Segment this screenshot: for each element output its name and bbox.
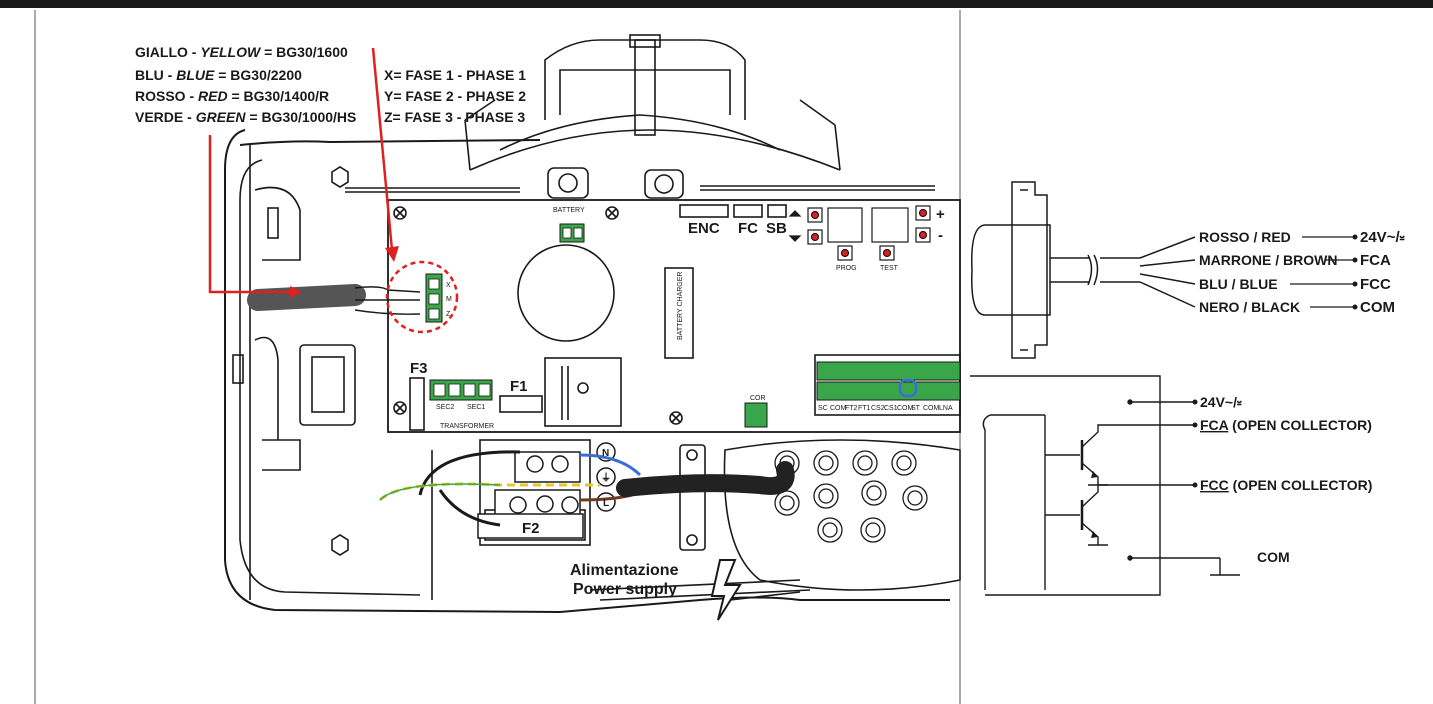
supply-terminal-block [477, 442, 616, 539]
terminal-ft2: FT2 [845, 405, 858, 412]
battery-charger-label: BATTERY CHARGER [677, 272, 684, 340]
test-label: TEST [880, 265, 899, 272]
motor-terminal-z: Z [446, 311, 451, 318]
terminal-st: ST [911, 405, 921, 412]
schematic-fcc: FCC (OPEN COLLECTOR) [1200, 477, 1372, 493]
phase-z: Z= FASE 3 - PHASE 3 [384, 109, 525, 125]
plus-label: + [936, 206, 945, 223]
enc-label: ENC [688, 220, 720, 237]
power-supply-label-en: Power supply [573, 581, 677, 598]
legend-blue: BLU - BLUE = BG30/2200 [135, 67, 302, 83]
fcc-dot [1192, 482, 1198, 488]
supply-terminal-l: L [603, 498, 609, 509]
wire-dot-brown [1352, 257, 1358, 263]
terminal-ft1: FT1 [858, 405, 871, 412]
terminal-lna: LNA [939, 405, 953, 412]
terminal-sc: SC [818, 405, 828, 412]
cable-wire-list: ROSSO / RED 24V~/⏓ MARRONE / BROWN FCA B… [1199, 229, 1406, 316]
motor-wires [354, 286, 421, 315]
terminal-cs1: CS1 [884, 405, 898, 412]
mains-cable [616, 461, 795, 497]
wire-label-red: ROSSO / RED [1199, 229, 1291, 245]
wire-label-brown: MARRONE / BROWN [1199, 252, 1337, 268]
legend-red: ROSSO - RED = BG30/1400/R [135, 88, 329, 104]
terminal-com-2: COM [897, 405, 914, 412]
connector-drawing [971, 181, 1196, 359]
wire-dot-red [1352, 234, 1358, 240]
wire-dot-blue [1352, 281, 1358, 287]
motor-cable [247, 284, 366, 311]
supply-terminal-earth: ⏚ [601, 472, 611, 484]
terminal-cs2: CS2 [871, 405, 885, 412]
wire-signal-fca: FCA [1360, 252, 1391, 269]
sec2-label: SEC2 [436, 404, 454, 411]
prog-label: PROG [836, 265, 857, 272]
bottom-terminal-labels: SC COM FT2 FT1 CS2 CS1 COM ST COM LNA [818, 405, 953, 412]
legend-yellow: GIALLO - YELLOW = BG30/1600 [135, 44, 348, 60]
fca-dot [1192, 422, 1198, 428]
phase-x: X= FASE 1 - PHASE 1 [384, 67, 526, 83]
motor-terminal-x: X [446, 282, 451, 289]
f2-label: F2 [522, 520, 540, 537]
sb-label: SB [766, 220, 787, 237]
wire-label-blue: BLU / BLUE [1199, 276, 1278, 292]
cor-label: COR [750, 395, 766, 402]
f1-label: F1 [510, 378, 528, 395]
red-callouts [208, 47, 459, 334]
lightning-icon [710, 559, 742, 621]
supply-terminal-n: N [602, 448, 609, 459]
wire-signal-24v: 24V~/⏓ [1360, 229, 1406, 246]
schematic-supply: 24V~/⏓ [1200, 394, 1242, 410]
wire-label-black: NERO / BLACK [1199, 299, 1300, 315]
sec1-label: SEC1 [467, 404, 485, 411]
phase-y: Y= FASE 2 - PHASE 2 [384, 88, 526, 104]
prog-buttons [788, 205, 931, 261]
minus-label: - [938, 227, 943, 244]
output-schematic [970, 375, 1240, 596]
control-unit-drawing [224, 34, 961, 614]
mains-wires [378, 450, 651, 527]
wire-signal-com: COM [1360, 299, 1395, 316]
fc-label: FC [738, 220, 758, 237]
schematic-fca: FCA (OPEN COLLECTOR) [1200, 417, 1372, 433]
green-terminals [425, 223, 961, 428]
schematic-com: COM [1257, 549, 1290, 565]
supply-dot [1192, 399, 1198, 405]
wire-signal-fcc: FCC [1360, 276, 1391, 293]
legend-green: VERDE - GREEN = BG30/1000/HS [135, 109, 356, 125]
top-bar [0, 0, 1433, 8]
battery-label: BATTERY [553, 207, 585, 214]
terminal-com-3: COM [923, 405, 940, 412]
power-supply-label-it: Alimentazione [570, 562, 679, 579]
motor-terminal-m: M [446, 296, 452, 303]
f3-label: F3 [410, 360, 428, 377]
terminal-com-1: COM [830, 405, 847, 412]
transformer-label: TRANSFORMER [440, 423, 494, 430]
wire-dot-black [1352, 304, 1358, 310]
